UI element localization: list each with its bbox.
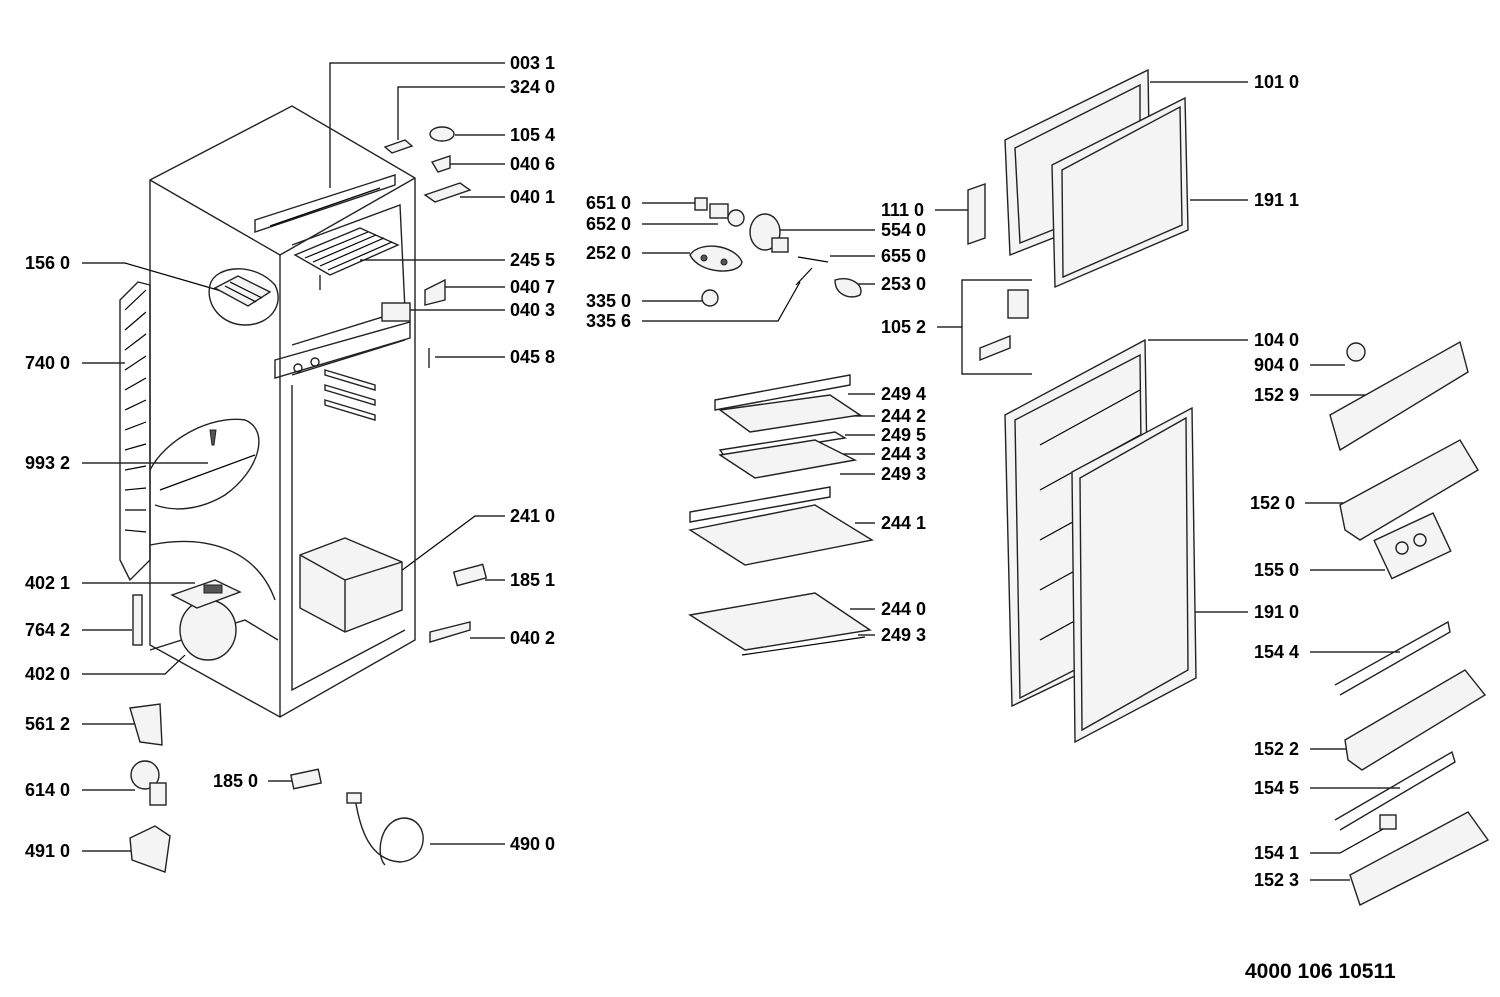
part-label-1520: 152 0	[1250, 493, 1296, 513]
thermostat-sensor-detail	[149, 418, 260, 510]
part-label-1851: 185 1	[510, 570, 556, 590]
part-label-1910: 191 0	[1254, 602, 1300, 622]
part-label-2410: 241 0	[510, 506, 556, 526]
part-label-2443: 244 3	[881, 444, 927, 464]
part-label-2493-lower: 249 3	[881, 625, 927, 645]
part-label-1054: 105 4	[510, 125, 556, 145]
part-label-0407: 040 7	[510, 277, 556, 297]
part-label-1010: 101 0	[1254, 72, 1300, 92]
ice-tray-detail	[208, 268, 279, 326]
part-label-2441: 244 1	[881, 513, 927, 533]
part-label-4900: 490 0	[510, 834, 556, 854]
part-label-9040: 904 0	[1254, 355, 1300, 375]
control-panel-parts	[689, 197, 862, 307]
hinge-brackets	[967, 183, 1029, 362]
part-label-2442: 244 2	[881, 406, 927, 426]
freezer-grid-shelf	[293, 227, 400, 290]
part-label-9932: 993 2	[25, 453, 71, 473]
part-label-2495: 249 5	[881, 425, 927, 445]
part-label-2440: 244 0	[881, 599, 927, 619]
part-label-3356: 335 6	[586, 311, 632, 331]
part-label-1523: 152 3	[1254, 870, 1300, 890]
condenser	[119, 281, 151, 582]
part-label-0406: 040 6	[510, 154, 556, 174]
part-label-1560: 156 0	[25, 253, 71, 273]
part-label-1529: 152 9	[1254, 385, 1300, 405]
part-label-7642: 764 2	[25, 620, 71, 640]
part-label-6520: 652 0	[586, 214, 632, 234]
part-label-1911: 191 1	[1254, 190, 1300, 210]
refrigerator-door	[1004, 338, 1197, 744]
part-label-1550: 155 0	[1254, 560, 1300, 580]
part-label-1522: 152 2	[1254, 739, 1300, 759]
part-label-4021: 402 1	[25, 573, 71, 593]
part-label-1545: 154 5	[1254, 778, 1300, 798]
crisper-drawer	[299, 537, 403, 633]
part-label-5540: 554 0	[881, 220, 927, 240]
part-label-1850: 185 0	[213, 771, 259, 791]
part-label-7400: 740 0	[25, 353, 71, 373]
part-label-0031: 003 1	[510, 53, 556, 73]
part-label-2530: 253 0	[881, 274, 927, 294]
part-label-6510: 651 0	[586, 193, 632, 213]
cabinet-body	[149, 105, 416, 718]
part-label-0403: 040 3	[510, 300, 556, 320]
part-label-0401: 040 1	[510, 187, 556, 207]
part-label-3240: 324 0	[510, 77, 556, 97]
part-label-3350: 335 0	[586, 291, 632, 311]
part-label-2455: 245 5	[510, 250, 556, 270]
part-label-0458: 045 8	[510, 347, 556, 367]
part-label-4910: 491 0	[25, 841, 71, 861]
door-bins	[1329, 340, 1490, 906]
part-label-1110: 111 0	[881, 200, 925, 220]
part-label-2520: 252 0	[586, 243, 632, 263]
part-label-4020: 402 0	[25, 664, 71, 684]
part-label-0402: 040 2	[510, 628, 556, 648]
part-label-2493-upper: 249 3	[881, 464, 927, 484]
component-parts	[129, 126, 488, 873]
part-label-2494: 249 4	[881, 384, 927, 404]
glass-shelves	[688, 374, 874, 656]
part-label-6140: 614 0	[25, 780, 71, 800]
part-label-1544: 154 4	[1254, 642, 1300, 662]
freezer-door	[1004, 68, 1189, 289]
part-label-6550: 655 0	[881, 246, 927, 266]
document-number: 4000 106 10511	[1245, 960, 1396, 983]
part-label-1052: 105 2	[881, 317, 927, 337]
shelf-supports	[324, 369, 376, 421]
compressor	[149, 540, 279, 661]
part-label-5612: 561 2	[25, 714, 71, 734]
part-label-1541: 154 1	[1254, 843, 1300, 863]
part-label-1040: 104 0	[1254, 330, 1300, 350]
